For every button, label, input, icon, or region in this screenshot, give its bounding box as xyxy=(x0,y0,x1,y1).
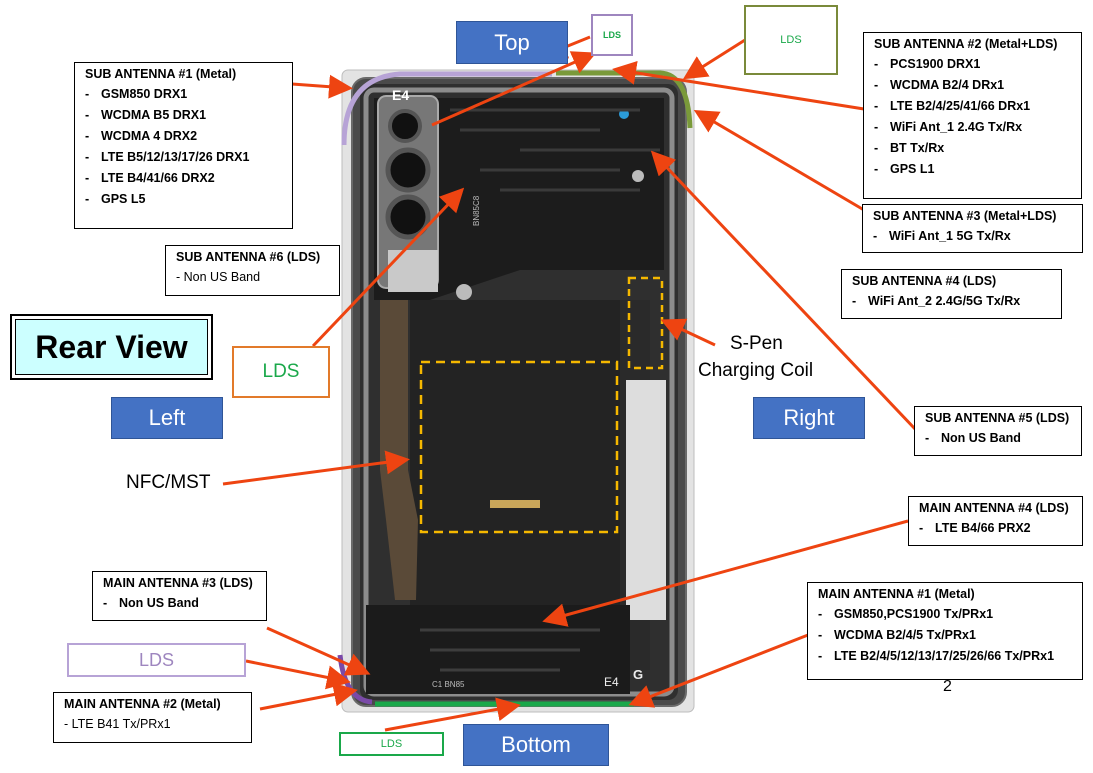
sub-antenna-1-line: -WCDMA 4 DRX2 xyxy=(85,129,198,143)
direction-right: Right xyxy=(753,397,865,439)
title-box: Rear View xyxy=(10,314,213,380)
lds-top-right: LDS xyxy=(744,5,838,75)
sub-antenna-1-line: -LTE B5/12/13/17/26 DRX1 xyxy=(85,150,250,164)
arrow-top-right-lds xyxy=(682,38,746,80)
main-antenna-1-box: MAIN ANTENNA #1 (Metal) -GSM850,PCS1900 … xyxy=(807,582,1083,680)
direction-top: Top xyxy=(456,21,568,64)
page-title: Rear View xyxy=(15,319,208,375)
sub-antenna-3-header: SUB ANTENNA #3 (Metal+LDS) xyxy=(873,209,1057,223)
main-antenna-3-box: MAIN ANTENNA #3 (LDS) -Non US Band xyxy=(92,571,267,621)
phone-chip1: BN85C8 xyxy=(472,195,481,226)
main-antenna-4-header: MAIN ANTENNA #4 (LDS) xyxy=(919,501,1069,515)
callout-arrows xyxy=(222,35,918,732)
arrow-sub1 xyxy=(291,74,353,99)
direction-left: Left xyxy=(111,397,223,439)
sub-antenna-1-header: SUB ANTENNA #1 (Metal) xyxy=(85,67,237,81)
sub2-metal-highlight xyxy=(556,70,693,129)
main-antenna-3-line: -Non US Band xyxy=(103,596,199,610)
lds-bottom-left: LDS xyxy=(67,643,246,677)
arrow-main2 xyxy=(259,682,358,711)
arrow-sub6-lds xyxy=(311,187,465,348)
sub-antenna-2-line: -BT Tx/Rx xyxy=(874,141,945,155)
main-antenna-1-line: -GSM850,PCS1900 Tx/PRx1 xyxy=(818,607,994,621)
sub-antenna-5-header: SUB ANTENNA #5 (LDS) xyxy=(925,411,1070,425)
nfc-coil-outline xyxy=(419,360,619,534)
arrow-nfc xyxy=(222,450,410,486)
nfc-label: NFC/MST xyxy=(126,472,211,493)
lds-bottom: LDS xyxy=(339,732,444,756)
spen-label-line1: S-Pen xyxy=(730,333,783,354)
sub1-lds-highlight xyxy=(341,71,552,146)
lds-top-small: LDS xyxy=(591,14,633,56)
main-antenna-2-box: MAIN ANTENNA #2 (Metal) - LTE B41 Tx/PRx… xyxy=(53,692,252,743)
sub-antenna-4-header: SUB ANTENNA #4 (LDS) xyxy=(852,274,997,288)
sub-antenna-4-line: -WiFi Ant_2 2.4G/5G Tx/Rx xyxy=(852,294,1021,308)
main-antenna-1-line: -LTE B2/4/5/12/13/17/25/26/66 Tx/PRx1 xyxy=(818,649,1055,663)
sub-antenna-2-box: SUB ANTENNA #2 (Metal+LDS) -PCS1900 DRX1… xyxy=(863,32,1082,199)
phone-mark-top: E4 xyxy=(392,87,409,103)
sub-antenna-3-box: SUB ANTENNA #3 (Metal+LDS) -WiFi Ant_1 5… xyxy=(862,204,1083,253)
lds-left: LDS xyxy=(232,346,330,398)
sub-antenna-2-line: -WiFi Ant_1 2.4G Tx/Rx xyxy=(874,120,1023,134)
main-antenna-2-line: - LTE B41 Tx/PRx1 xyxy=(64,717,171,731)
spen-label-line2: Charging Coil xyxy=(698,360,814,381)
main-antenna-4-line: -LTE B4/66 PRX2 xyxy=(919,521,1031,535)
sub-antenna-3-line: -WiFi Ant_1 5G Tx/Rx xyxy=(873,229,1011,243)
direction-bottom: Bottom xyxy=(463,724,609,766)
main-antenna-1-line: -WCDMA B2/4/5 Tx/PRx1 xyxy=(818,628,976,642)
arrow-sub2 xyxy=(612,60,865,111)
arrow-main1 xyxy=(628,633,809,708)
sub-antenna-1-box: SUB ANTENNA #1 (Metal) -GSM850 DRX1 -WCD… xyxy=(74,62,293,229)
sub-antenna-2-line: -PCS1900 DRX1 xyxy=(874,57,981,71)
main-antenna-2-header: MAIN ANTENNA #2 (Metal) xyxy=(64,697,221,711)
main-antenna-4-box: MAIN ANTENNA #4 (LDS) -LTE B4/66 PRX2 xyxy=(908,496,1083,546)
sub-antenna-1-line: -WCDMA B5 DRX1 xyxy=(85,108,207,122)
arrow-main4 xyxy=(542,519,909,627)
page-number: 2 xyxy=(943,678,952,695)
sub-antenna-2-line: -GPS L1 xyxy=(874,162,935,176)
sub-antenna-6-line: - Non US Band xyxy=(176,270,261,284)
arrow-bottom-lds xyxy=(384,697,521,732)
phone-mark-g: G xyxy=(633,667,643,682)
sub-antenna-5-box: SUB ANTENNA #5 (LDS) -Non US Band xyxy=(914,406,1082,456)
arrow-sub1-camera xyxy=(431,51,597,127)
sub-antenna-1-line: -GSM850 DRX1 xyxy=(85,87,188,101)
sub-antenna-5-line: -Non US Band xyxy=(925,431,1021,445)
sub-antenna-2-line: -WCDMA B2/4 DRx1 xyxy=(874,78,1005,92)
main-antenna-1-header: MAIN ANTENNA #1 (Metal) xyxy=(818,587,975,601)
sub-antenna-6-header: SUB ANTENNA #6 (LDS) xyxy=(176,250,321,264)
main-antenna-3-header: MAIN ANTENNA #3 (LDS) xyxy=(103,576,253,590)
arrow-sub5 xyxy=(650,150,918,432)
phone-chip2: C1 BN85 xyxy=(432,680,465,689)
phone-body xyxy=(341,69,695,713)
sub-antenna-4-box: SUB ANTENNA #4 (LDS) -WiFi Ant_2 2.4G/5G… xyxy=(841,269,1062,319)
arrow-main3 xyxy=(266,626,371,676)
sub-antenna-6-box: SUB ANTENNA #6 (LDS) - Non US Band xyxy=(165,245,340,296)
phone-mark-bottom: E4 xyxy=(604,675,619,689)
sub-antenna-1-line: -GPS L5 xyxy=(85,192,146,206)
arrow-bottom-left-lds xyxy=(245,659,351,690)
arrow-sub3 xyxy=(693,109,865,212)
sub-antenna-2-line: -LTE B2/4/25/41/66 DRx1 xyxy=(874,99,1031,113)
sub-antenna-1-line: -LTE B4/41/66 DRX2 xyxy=(85,171,215,185)
arrow-spen xyxy=(660,318,716,347)
sub-antenna-2-header: SUB ANTENNA #2 (Metal+LDS) xyxy=(874,37,1058,51)
